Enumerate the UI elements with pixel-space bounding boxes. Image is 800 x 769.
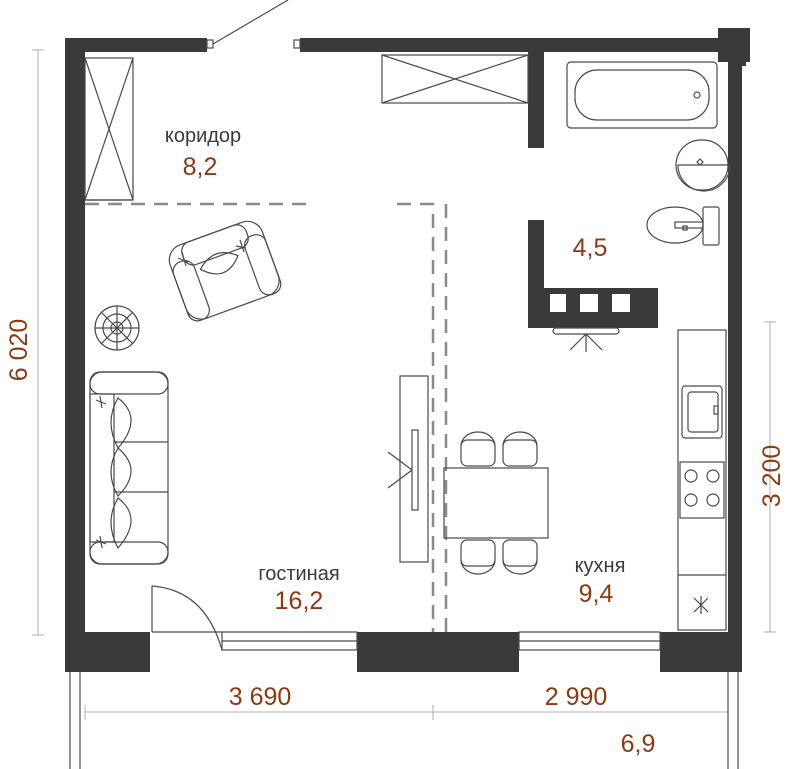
sofa-icon — [89, 371, 169, 565]
sink-icon — [675, 139, 731, 192]
living-area: 16,2 — [275, 587, 324, 615]
dimension-lines — [32, 49, 776, 720]
bathroom-area: 4,5 — [573, 234, 608, 262]
dimension-living-width: 3 690 — [229, 683, 292, 711]
corridor-name: коридор — [165, 125, 241, 147]
balcony-door — [151, 585, 223, 651]
cabinet-icon — [381, 54, 529, 104]
stove-icon — [679, 461, 725, 519]
dimension-kitchen-height: 3 200 — [758, 445, 786, 508]
walls — [65, 28, 750, 672]
dimension-kitchen-width: 2 990 — [545, 683, 608, 711]
corridor-area: 8,2 — [183, 153, 218, 181]
kitchen-sink-icon — [681, 385, 723, 439]
dining-table-icon — [443, 467, 549, 539]
armchair-icon — [168, 220, 282, 322]
wardrobe-icon — [84, 57, 134, 201]
balcony-area: 6,9 — [621, 730, 656, 758]
bathtub-icon — [566, 61, 718, 129]
windows — [221, 631, 661, 651]
gas-burner-icon — [693, 596, 709, 614]
zone-separators — [85, 202, 448, 632]
kitchen-name: кухня — [575, 555, 626, 577]
entrance-door — [206, 0, 301, 49]
kitchen-counter-icon — [677, 329, 727, 631]
toilet-icon — [646, 206, 720, 246]
plant-icon — [94, 305, 140, 351]
balcony — [69, 672, 739, 769]
dimension-total-height: 6 020 — [5, 319, 33, 382]
living-name: гостиная — [258, 563, 339, 585]
chair-icon — [460, 431, 538, 575]
tv-stand-icon — [387, 375, 429, 563]
lamp-icon — [552, 327, 620, 352]
kitchen-area: 9,4 — [579, 580, 614, 608]
